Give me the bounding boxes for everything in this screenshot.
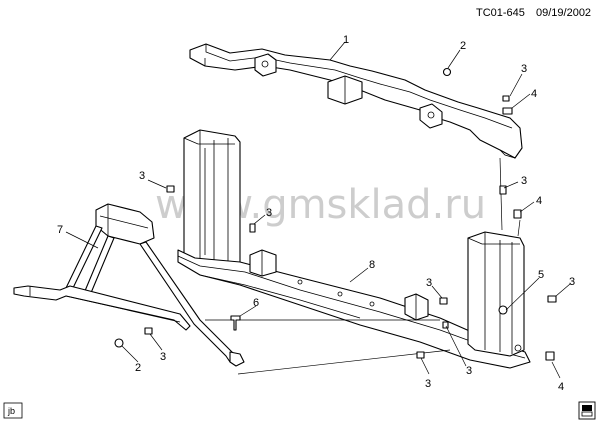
fasteners — [114, 67, 557, 361]
callout-2: 2 — [135, 362, 141, 374]
callout-1: 1 — [343, 34, 349, 46]
callout-8: 8 — [369, 259, 375, 271]
upper-tie-bar — [189, 43, 523, 159]
callout-3: 3 — [466, 365, 472, 377]
bolt-icon — [547, 295, 557, 303]
bolt-icon — [498, 305, 508, 315]
bolt-icon — [513, 209, 522, 219]
diagram-date: 09/19/2002 — [536, 7, 591, 19]
callout-3: 3 — [160, 351, 166, 363]
bolt-icon — [502, 95, 510, 102]
lower-radiator-support — [177, 129, 531, 369]
vehicle-logo-icon — [578, 401, 596, 420]
bolt-icon — [114, 338, 124, 348]
callout-3: 3 — [425, 378, 431, 390]
callout-2: 2 — [460, 40, 466, 52]
bolt-icon — [499, 185, 507, 195]
callout-4: 4 — [558, 381, 564, 393]
callout-4: 4 — [536, 195, 542, 207]
bolt-icon — [439, 297, 448, 305]
support-brace — [13, 203, 245, 367]
bolt-icon — [442, 67, 452, 77]
callout-3: 3 — [266, 207, 272, 219]
bolt-icon — [144, 327, 153, 335]
callout-6: 6 — [253, 297, 259, 309]
callout-3: 3 — [139, 170, 145, 182]
leader-lines — [65, 41, 571, 379]
bolt-icon — [249, 223, 256, 233]
callout-4: 4 — [531, 88, 537, 100]
callout-3: 3 — [521, 175, 527, 187]
bolt-icon — [166, 185, 175, 193]
callout-3: 3 — [426, 277, 432, 289]
bolt-icon — [502, 107, 513, 115]
diagram-code: TC01-645 — [476, 7, 525, 19]
bolt-icon — [416, 351, 425, 359]
callout-7: 7 — [57, 224, 63, 236]
callouts: 1 2 3 4 3 4 3 3 7 8 3 5 3 6 3 3 4 2 3 — [57, 34, 575, 393]
bolt-icon — [545, 351, 555, 361]
bolt-icon — [230, 315, 241, 331]
bolt-icon — [442, 321, 449, 329]
callout-5: 5 — [538, 269, 544, 281]
callout-3: 3 — [521, 63, 527, 75]
footer-tag-text: jb — [7, 406, 15, 416]
footer-tag: jb — [3, 402, 23, 419]
callout-3: 3 — [569, 276, 575, 288]
